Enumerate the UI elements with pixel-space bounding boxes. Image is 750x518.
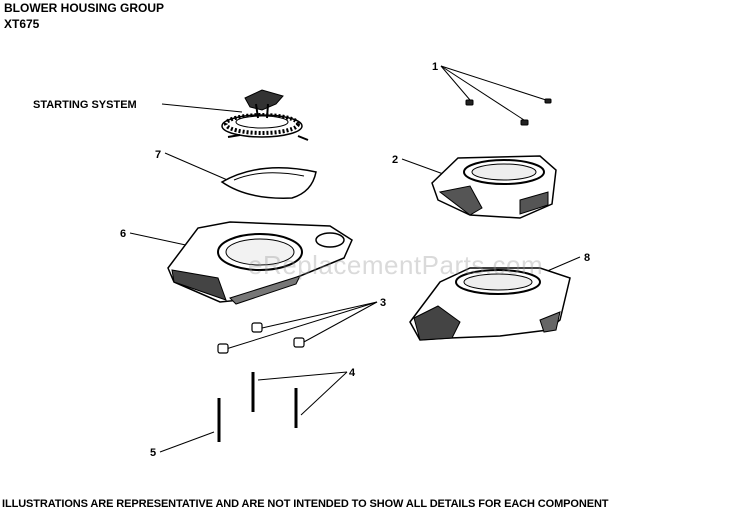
part-2-blower-housing	[431, 155, 557, 219]
disclaimer-footer: ILLUSTRATIONS ARE REPRESENTATIVE AND ARE…	[2, 498, 609, 510]
callout-5: 5	[150, 447, 157, 459]
part-7-cover	[220, 167, 317, 199]
starting-system-label: STARTING SYSTEM	[33, 99, 137, 111]
diagram-title: BLOWER HOUSING GROUP	[4, 1, 165, 15]
part-8-blower-housing	[409, 267, 571, 341]
part-1-nuts	[465, 98, 552, 126]
callout-4: 4	[349, 367, 356, 379]
callout-7: 7	[155, 149, 162, 161]
part-6-blower-housing	[167, 221, 353, 305]
part-4-studs	[251, 372, 298, 428]
leader-lines	[129, 65, 581, 453]
watermark: eReplacementParts.com	[248, 250, 544, 280]
model-number: XT675	[4, 17, 40, 31]
part-3-spacers	[217, 322, 305, 354]
starting-system-part	[221, 89, 309, 141]
callout-3: 3	[380, 297, 387, 309]
callout-6: 6	[120, 228, 127, 240]
callout-1: 1	[432, 61, 439, 73]
callout-2: 2	[392, 154, 399, 166]
callout-8: 8	[584, 252, 591, 264]
